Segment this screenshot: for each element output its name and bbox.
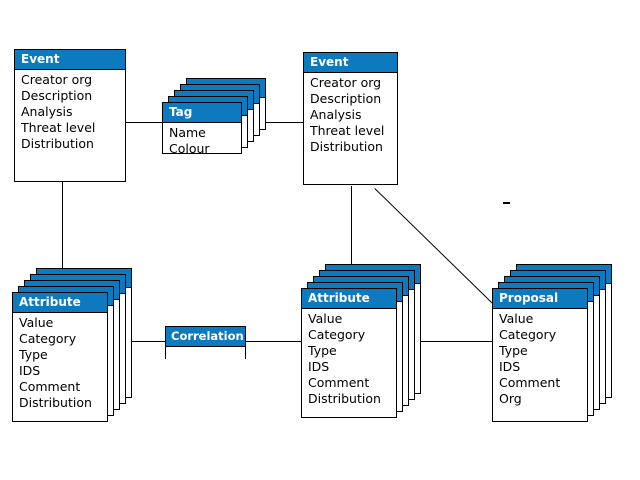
attribute-left-attributes: Value Category Type IDS Comment Distribu… <box>13 313 107 414</box>
attribute-row: IDS <box>308 359 330 374</box>
edge-event-left-to-attribute-left <box>62 182 63 270</box>
event-right-card: Event Creator org Description Analysis T… <box>303 52 398 185</box>
attribute-row: Value <box>499 311 534 326</box>
attribute-row: Type <box>499 343 528 358</box>
tag-card: Tag Name Colour <box>162 102 242 156</box>
edge-event-right-to-attribute-middle <box>351 186 352 266</box>
correlation-empty-body <box>166 347 245 359</box>
node-event-left[interactable]: Event Creator org Description Analysis T… <box>14 49 126 182</box>
attribute-row: Category <box>19 331 77 346</box>
attribute-middle-attributes: Value Category Type IDS Comment Distribu… <box>302 309 396 410</box>
attribute-row: Analysis <box>310 107 362 122</box>
attribute-row: Analysis <box>21 104 73 119</box>
edge-tag-to-event-right <box>265 122 304 123</box>
tag-title: Tag <box>163 103 241 123</box>
attribute-middle-title: Attribute <box>302 289 396 309</box>
tag-attributes: Name Colour <box>163 123 241 160</box>
attribute-row: Type <box>19 347 48 362</box>
attribute-row: IDS <box>19 363 41 378</box>
attribute-left-card: Attribute Value Category Type IDS Commen… <box>12 292 108 422</box>
attribute-row: IDS <box>499 359 521 374</box>
attribute-row: Description <box>21 88 93 103</box>
event-left-title: Event <box>15 50 125 70</box>
attribute-row: Type <box>308 343 337 358</box>
node-correlation[interactable]: Correlation <box>165 326 246 359</box>
edge-attribute-left-to-correlation <box>125 341 165 342</box>
correlation-title: Correlation <box>166 327 245 347</box>
node-attribute-left[interactable]: Attribute Value Category Type IDS Commen… <box>12 268 138 428</box>
attribute-row: Org <box>499 391 522 406</box>
attribute-row: Category <box>499 327 557 342</box>
attribute-row: Comment <box>19 379 81 394</box>
attribute-row: Distribution <box>308 391 381 406</box>
attribute-row: Creator org <box>21 72 93 87</box>
attribute-row: Creator org <box>310 75 382 90</box>
node-tag[interactable]: Tag Name Colour <box>162 78 266 160</box>
attribute-row: Threat level <box>21 120 96 135</box>
attribute-row: Distribution <box>310 139 383 154</box>
event-left-card: Event Creator org Description Analysis T… <box>14 49 126 182</box>
attribute-left-title: Attribute <box>13 293 107 313</box>
attribute-row: Colour <box>169 141 210 156</box>
attribute-row: Comment <box>499 375 561 390</box>
node-proposal[interactable]: Proposal Value Category Type IDS Comment… <box>492 264 618 429</box>
attribute-row: Distribution <box>19 395 92 410</box>
attribute-row: Value <box>19 315 54 330</box>
attribute-row: Threat level <box>310 123 385 138</box>
proposal-attributes: Value Category Type IDS Comment Org <box>493 309 587 410</box>
attribute-row: Name <box>169 125 206 140</box>
attribute-middle-card: Attribute Value Category Type IDS Commen… <box>301 288 397 418</box>
attribute-row: Value <box>308 311 343 326</box>
event-right-attributes: Creator org Description Analysis Threat … <box>304 73 397 158</box>
proposal-title: Proposal <box>493 289 587 309</box>
event-left-attributes: Creator org Description Analysis Threat … <box>15 70 125 155</box>
node-event-right[interactable]: Event Creator org Description Analysis T… <box>303 52 398 185</box>
edge-attribute-middle-to-proposal <box>412 341 492 342</box>
attribute-row: Comment <box>308 375 370 390</box>
attribute-row: Category <box>308 327 366 342</box>
stray-dash-mark <box>503 202 510 204</box>
attribute-row: Distribution <box>21 136 94 151</box>
proposal-card: Proposal Value Category Type IDS Comment… <box>492 288 588 422</box>
attribute-row: Description <box>310 91 382 106</box>
edge-event-left-to-tag <box>126 122 162 123</box>
event-right-title: Event <box>304 53 397 73</box>
edge-correlation-to-attribute-middle <box>246 341 301 342</box>
node-attribute-middle[interactable]: Attribute Value Category Type IDS Commen… <box>301 264 427 424</box>
correlation-card: Correlation <box>165 326 246 359</box>
